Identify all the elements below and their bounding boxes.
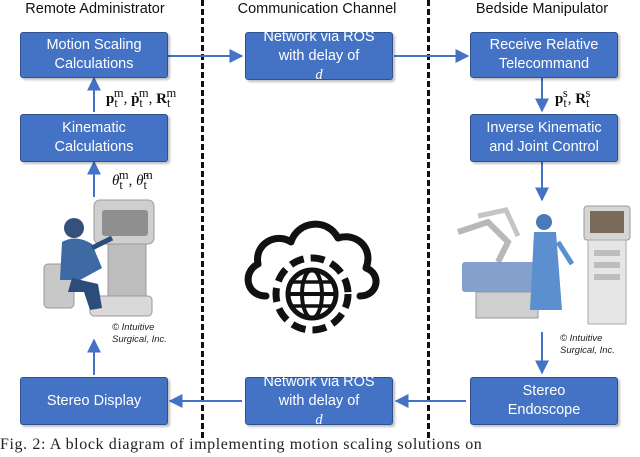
receive-box: Receive Relative Telecommand [470, 32, 618, 78]
figure-caption: Fig. 2: A block diagram of implementing … [0, 436, 483, 453]
kinematic-line2: Calculations [54, 139, 134, 155]
network-top-box: Network via ROS with delay of d [245, 29, 393, 83]
stereo-endoscope-line2: Endoscope [507, 402, 581, 418]
network-bottom-line1: Network via ROS [263, 373, 375, 390]
inverse-box: Inverse Kinematic and Joint Control [470, 114, 618, 162]
surgeon-console-illustration [43, 199, 155, 317]
credit-left: © Intuitive Surgical, Inc. [112, 322, 167, 346]
stereo-display-label: Stereo Display [46, 392, 142, 409]
network-bottom-box: Network via ROS with delay of d [245, 374, 393, 428]
stereo-display-box: Stereo Display [20, 377, 168, 425]
column-title-communication-channel: Communication Channel [237, 1, 397, 17]
joint-angle-label: θtm, θ̇tm [112, 168, 153, 192]
credit-right-line2: Surgical, Inc. [560, 345, 615, 356]
motion-scaling-line2: Calculations [54, 56, 134, 72]
cloud-globe-icon [244, 220, 380, 334]
network-top-delay-symbol: d [315, 66, 323, 83]
credit-left-line1: © Intuitive [112, 322, 155, 333]
inverse-line1: Inverse Kinematic [486, 120, 602, 136]
column-title-bedside-manipulator: Bedside Manipulator [475, 1, 609, 17]
kinematic-box: Kinematic Calculations [20, 114, 168, 162]
motion-scaling-box: Motion Scaling Calculations [20, 32, 168, 78]
network-bottom-delay-symbol: d [315, 411, 323, 428]
patient-cart-illustration [457, 205, 631, 325]
network-top-line2: with delay of [278, 47, 360, 64]
slave-pose-label: pts, Rts [555, 86, 591, 110]
stereo-endoscope-box: Stereo Endoscope [470, 377, 618, 425]
credit-right-line1: © Intuitive [560, 333, 603, 344]
master-pose-label: ptm, ṗtm, Rtm [106, 86, 177, 110]
credit-right: © Intuitive Surgical, Inc. [560, 333, 615, 357]
divider-left [201, 0, 204, 438]
receive-line2: Telecommand [498, 56, 590, 72]
credit-left-line2: Surgical, Inc. [112, 334, 167, 345]
receive-line1: Receive Relative [489, 37, 599, 53]
network-top-line1: Network via ROS [263, 28, 375, 45]
network-bottom-line2: with delay of [278, 392, 360, 409]
column-title-remote-administrator: Remote Administrator [25, 1, 165, 17]
divider-right [427, 0, 430, 438]
kinematic-line1: Kinematic [62, 120, 126, 136]
motion-scaling-line1: Motion Scaling [46, 37, 142, 53]
inverse-line2: and Joint Control [489, 139, 599, 155]
stereo-endoscope-line1: Stereo [522, 383, 566, 399]
